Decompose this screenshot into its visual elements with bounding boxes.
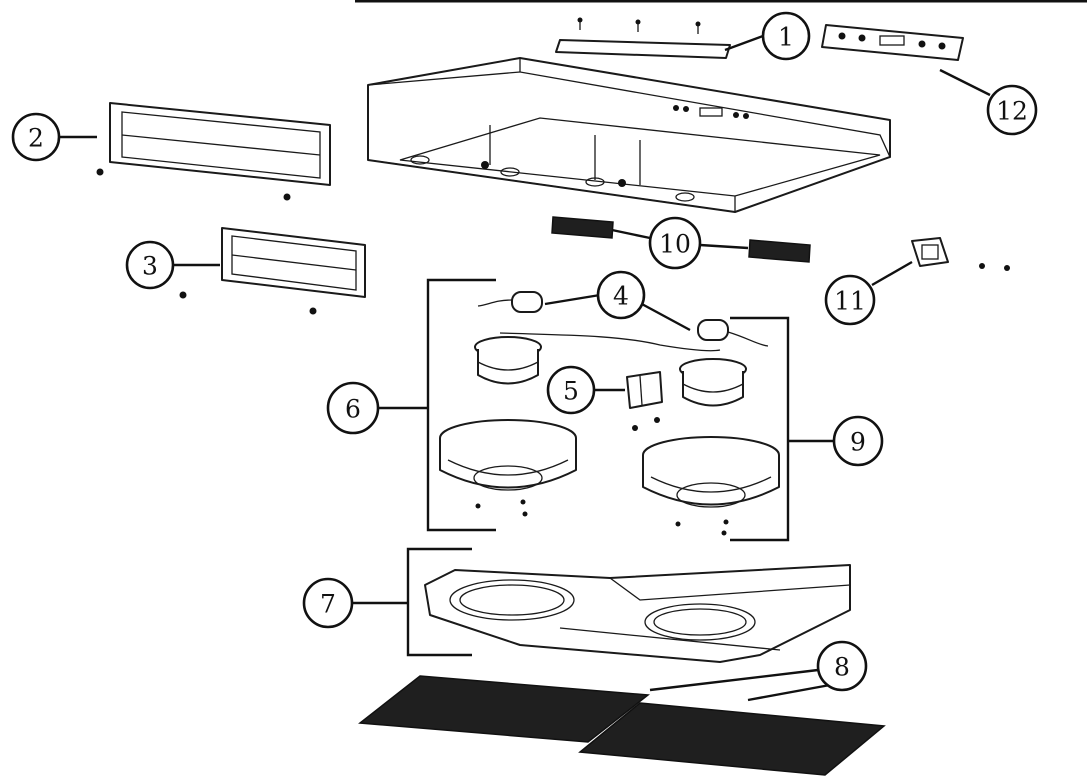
callout-7: 7 [302,577,354,629]
svg-text:10: 10 [659,230,691,259]
grease-filter-left [358,675,650,743]
control-panel [821,24,964,61]
bracket-group-right [730,316,790,542]
callout-8: 8 [816,640,868,692]
leader-4b [639,301,691,332]
callout-2: 2 [11,112,61,162]
junction-box [626,371,663,431]
svg-text:1: 1 [778,23,794,52]
callout-12: 12 [986,84,1038,136]
motor-left [474,336,542,385]
callout-5: 5 [546,365,596,415]
top-plate [555,17,731,59]
callout-3: 3 [125,240,175,290]
switch-component [911,237,1010,271]
capacitor-pair [477,291,769,352]
svg-text:4: 4 [613,282,629,311]
leader-12 [939,68,991,97]
duct-connector-large [96,102,331,201]
svg-text:7: 7 [320,590,336,619]
leader-10a [611,228,651,240]
callout-1: 1 [761,11,811,61]
light-lens-pair [551,216,811,263]
svg-text:8: 8 [834,653,850,682]
bottom-panel [424,564,851,663]
leader-4a [544,293,601,306]
callout-4: 4 [596,270,646,320]
svg-text:6: 6 [345,395,361,424]
leader-8b [747,683,831,702]
leader-10b [699,243,749,250]
svg-text:12: 12 [996,97,1028,126]
duct-connector-small [179,227,366,315]
callout-10: 10 [648,216,702,270]
blower-right [642,436,780,536]
callout-6: 6 [326,381,380,435]
callout-9: 9 [832,415,884,467]
leader-8a [649,668,819,692]
svg-text:2: 2 [28,124,44,153]
svg-text:3: 3 [142,252,158,281]
svg-text:11: 11 [834,287,866,316]
blower-left [439,419,577,517]
svg-text:9: 9 [850,428,866,457]
leader-11 [871,260,913,287]
callout-11: 11 [824,274,876,326]
svg-text:5: 5 [563,377,579,406]
motor-right [679,358,747,407]
grease-filter-right [578,702,886,776]
range-hood-body [367,57,891,213]
leader-1 [724,34,764,52]
bracket-group-left [426,278,496,532]
